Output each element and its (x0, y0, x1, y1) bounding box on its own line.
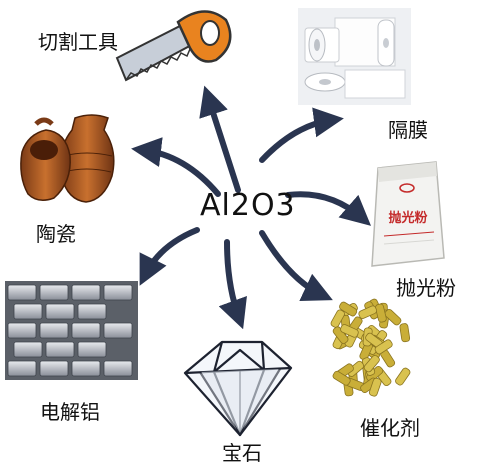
pellet (395, 367, 411, 386)
arrow-to-gemstone (218, 239, 247, 330)
label-electrolytic-aluminum: 电解铝 (40, 400, 100, 424)
pellets (330, 298, 411, 397)
ingot (45, 303, 75, 320)
ingot (7, 360, 37, 377)
pellet (340, 324, 359, 338)
ingot (45, 341, 75, 358)
label-gemstone: 宝石 (222, 441, 262, 465)
pellet (374, 339, 393, 355)
ingot (103, 284, 133, 301)
ingot (39, 360, 69, 377)
aluminum-ingots-icon (5, 281, 138, 380)
ingot (7, 284, 37, 301)
pellet (363, 355, 380, 373)
pellet (368, 377, 382, 397)
ingot (13, 341, 43, 358)
ingot (7, 322, 37, 339)
label-cutting-tools: 切割工具 (38, 30, 118, 54)
arrow-to-electrolytic-aluminum (139, 227, 200, 286)
label-catalyst: 催化剂 (360, 416, 420, 440)
arrow-to-ceramics (131, 137, 221, 197)
bag-text: 抛光粉 (388, 210, 427, 226)
arrows (131, 85, 372, 330)
ingot (77, 303, 107, 320)
arrow-to-polishing-powder (285, 191, 372, 226)
arrow-to-cutting-tools (199, 85, 241, 193)
ingot (77, 341, 107, 358)
diamond-icon (183, 340, 293, 437)
label-separator: 隔膜 (388, 118, 428, 142)
pellet (330, 309, 345, 328)
ingot (13, 303, 43, 320)
pottery-icon (20, 114, 115, 203)
pellet (375, 303, 387, 323)
label-ceramics: 陶瓷 (36, 222, 76, 246)
pellet (339, 301, 358, 317)
ingot (71, 284, 101, 301)
ingot (103, 322, 133, 339)
label-polishing-powder: 抛光粉 (396, 276, 456, 300)
pellet (332, 370, 351, 386)
pellet (384, 308, 402, 326)
ingot (71, 322, 101, 339)
ingot (39, 284, 69, 301)
catalyst-pellets-icon (330, 298, 411, 397)
pellet (358, 305, 378, 319)
arrow-to-separator (259, 107, 344, 163)
saw-icon (115, 10, 232, 82)
ingot (71, 360, 101, 377)
powder-bag-icon: 抛光粉 (371, 161, 445, 267)
center-label: Al2O3 (200, 188, 296, 223)
ingot (39, 322, 69, 339)
ingot-rows (7, 284, 133, 377)
pellet (399, 323, 411, 343)
arrow-to-catalyst (259, 230, 333, 301)
film-roll-icon (298, 8, 411, 105)
ingot (103, 360, 133, 377)
